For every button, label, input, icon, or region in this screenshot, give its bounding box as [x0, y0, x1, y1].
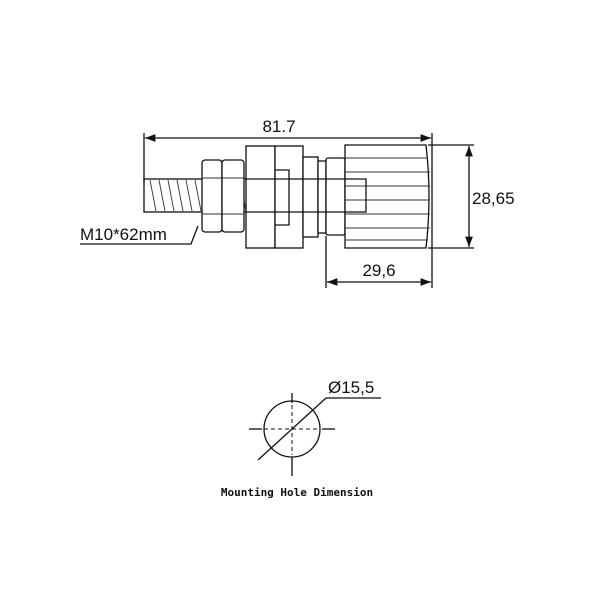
- cap-diameter-dimension: 28,65: [428, 144, 515, 249]
- thread-line: [158, 179, 166, 212]
- cap-length-dimension: 29,6: [325, 236, 431, 288]
- thread-line: [176, 179, 184, 212]
- flange-1: [245, 145, 276, 249]
- thread-line: [185, 179, 193, 212]
- small-nut: [302, 156, 319, 238]
- thread-label: M10*62mm: [80, 225, 167, 244]
- hex-nut-1: [201, 159, 223, 233]
- overall-length-label: 81.7: [262, 117, 295, 136]
- cap-diameter-label: 28,65: [472, 189, 515, 208]
- washer: [317, 160, 327, 234]
- mounting-hole-view: Ø15,5 Mounting Hole Dimension: [221, 378, 381, 499]
- thread-callout: M10*62mm: [80, 225, 199, 245]
- hole-diameter-label: Ø15,5: [328, 378, 374, 397]
- mounting-hole-caption: Mounting Hole Dimension: [221, 486, 373, 499]
- cap-length-label: 29,6: [362, 261, 395, 280]
- thread-line: [167, 179, 175, 212]
- collar: [325, 157, 346, 236]
- thread-line: [194, 179, 202, 212]
- hex-nut-2: [221, 159, 245, 233]
- insulating-cap: [344, 144, 430, 249]
- binding-post-side-view: 81.7 28,65 29,6 M10*62mm: [80, 117, 515, 288]
- thread-line: [149, 179, 157, 212]
- overall-length-dimension: 81.7: [143, 117, 433, 288]
